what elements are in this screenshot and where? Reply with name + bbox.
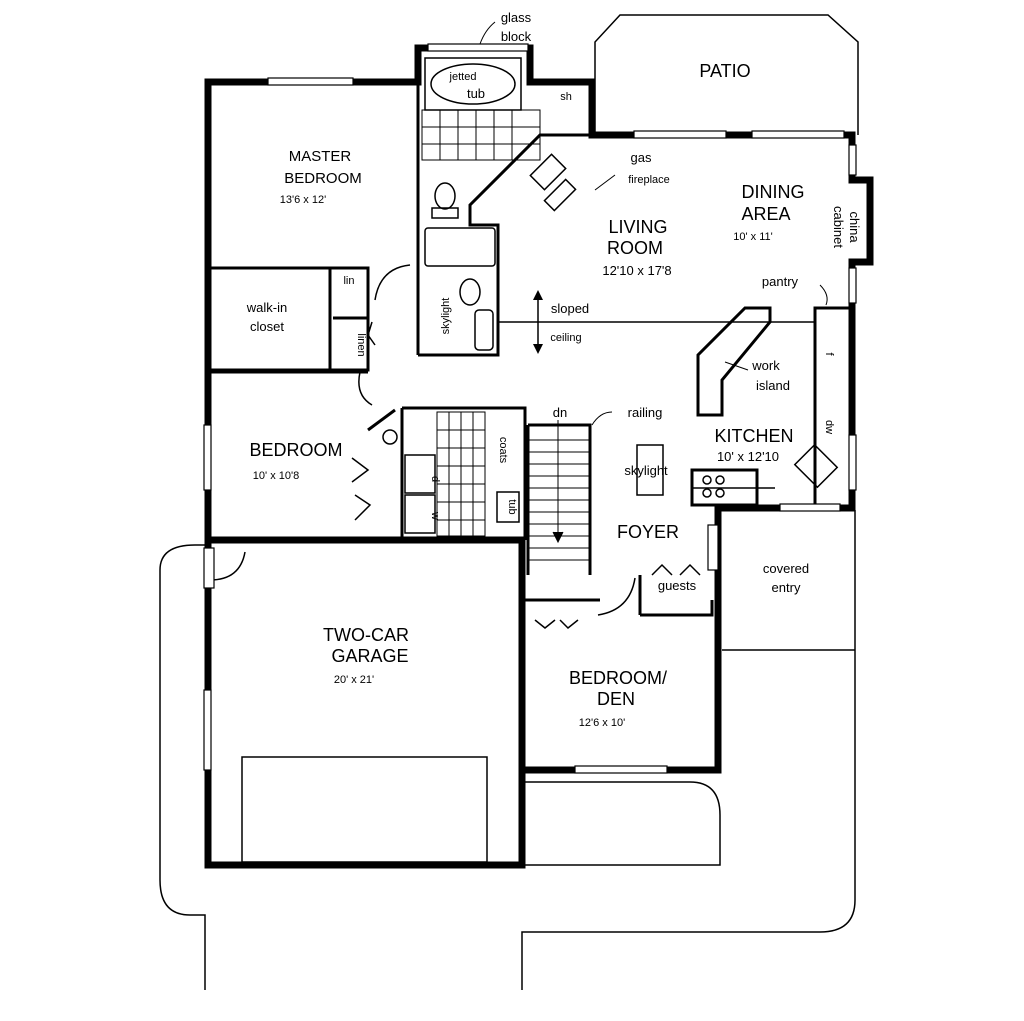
bedroom-den-label: DEN [597, 689, 635, 709]
master-bedroom-label: MASTER [289, 148, 352, 165]
master-bedroom-label: BEDROOM [284, 170, 362, 187]
kitchen-label: KITCHEN [714, 426, 793, 446]
walk-in-closet-label: closet [250, 319, 284, 334]
jetted-tub-label: tub [467, 86, 485, 101]
living-room-label: ROOM [607, 238, 663, 258]
work-island-label: work [751, 358, 780, 373]
dining-area-size: 10' x 11' [733, 231, 772, 243]
covered-entry-label: covered [763, 561, 809, 576]
annotation-labels: glass block jetted tub sh gas fireplace … [429, 10, 862, 593]
bedroom-den-label: BEDROOM/ [569, 668, 667, 688]
dishwasher-label: dw [823, 420, 835, 434]
china-cabinet-label: china [847, 211, 862, 243]
china-cabinet-label: cabinet [831, 206, 846, 248]
foyer-skylight-label: skylight [624, 463, 668, 478]
tub-label: tub [506, 499, 518, 514]
garage-label: GARAGE [331, 646, 408, 666]
garage-label: TWO-CAR [323, 625, 409, 645]
fridge-label: f [823, 352, 835, 356]
foyer-label: FOYER [617, 522, 679, 542]
glass-block-label: block [501, 29, 532, 44]
garage-size: 20' x 21' [334, 674, 374, 686]
bath-skylight-label: skylight [440, 298, 452, 335]
garage-door [241, 756, 488, 863]
covered-entry-label: entry [772, 580, 801, 595]
walk-in-closet-label: walk-in [246, 300, 287, 315]
shower-label: sh [560, 91, 572, 103]
down-label: dn [553, 405, 567, 420]
dining-area-label: DINING [742, 182, 805, 202]
patio-outline [594, 14, 859, 135]
sloped-ceiling-marker [498, 290, 815, 354]
pantry-label: pantry [762, 274, 799, 289]
railing-label: railing [628, 405, 663, 420]
washer-label: w [429, 511, 441, 520]
linen-label: linen [355, 333, 367, 356]
room-labels: PATIO MASTER BEDROOM 13'6 x 12' walk-in … [246, 61, 809, 729]
dryer-label: d [429, 476, 441, 482]
fixtures [382, 57, 839, 537]
living-room-label: LIVING [608, 217, 667, 237]
jetted-tub-label: jetted [449, 71, 477, 83]
patio-label: PATIO [699, 61, 750, 81]
living-room-size: 12'10 x 17'8 [602, 263, 671, 278]
guests-label: guests [658, 578, 697, 593]
gas-fireplace-label: gas [631, 150, 652, 165]
ceiling-label: ceiling [550, 332, 581, 344]
stairs [528, 420, 590, 561]
leader-lines [479, 21, 828, 426]
bedroom-label: BEDROOM [249, 440, 342, 460]
gas-fireplace-label: fireplace [628, 174, 670, 186]
master-bedroom-size: 13'6 x 12' [280, 194, 326, 206]
dining-area-label: AREA [741, 204, 790, 224]
windows [203, 43, 857, 774]
coats-label: coats [497, 437, 509, 464]
bedroom-size: 10' x 10'8 [253, 470, 299, 482]
kitchen-size: 10' x 12'10 [717, 449, 779, 464]
door-swings [203, 264, 719, 630]
work-island-label: island [756, 378, 790, 393]
site-outline [159, 510, 856, 990]
glass-block-label: glass [501, 10, 532, 25]
bedroom-den-size: 12'6 x 10' [579, 717, 625, 729]
lin-label: lin [343, 275, 354, 287]
foyer-skylight [636, 444, 664, 496]
sloped-label: sloped [551, 301, 589, 316]
